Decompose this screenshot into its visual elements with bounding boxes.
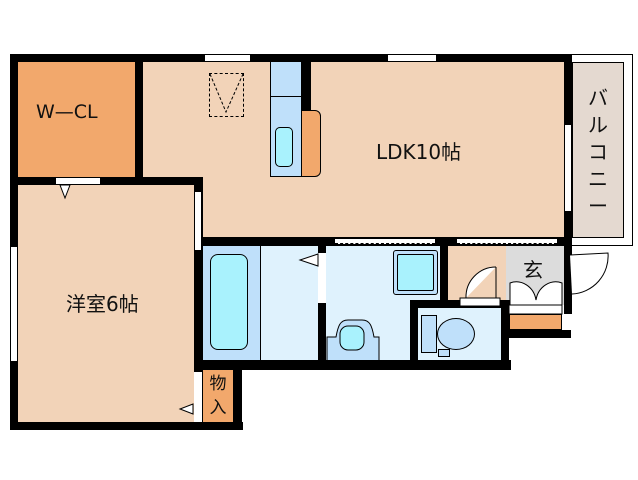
- window-western-room[interactable]: [10, 247, 18, 361]
- storage-char: 物: [209, 374, 227, 394]
- kitchen-divider-line: [270, 96, 302, 97]
- wall: [318, 246, 326, 364]
- wall: [194, 177, 203, 430]
- storage-label: 物 入: [204, 372, 232, 420]
- toilet-paper: [438, 349, 450, 357]
- ldk-label: LDK10帖: [376, 140, 462, 164]
- balcony-floor: [572, 62, 624, 238]
- wall: [10, 54, 18, 430]
- storage-floor: [203, 370, 233, 422]
- wall: [302, 54, 311, 110]
- stove-counter: [301, 110, 321, 177]
- wall: [501, 300, 509, 366]
- walk-in-closet-floor: [18, 62, 135, 177]
- window-top-left[interactable]: [205, 54, 250, 62]
- western-room-floor: [18, 185, 194, 422]
- hall-sliding-door[interactable]: [457, 238, 557, 244]
- refrigerator-space: [209, 73, 244, 117]
- closet-door[interactable]: [56, 178, 100, 184]
- balcony-char: コ: [588, 140, 608, 164]
- balcony-outline: [568, 54, 633, 246]
- window-balcony[interactable]: [564, 125, 572, 211]
- storage-door[interactable]: [194, 372, 202, 422]
- wall: [10, 422, 243, 430]
- wall: [135, 54, 143, 184]
- toilet-tank: [421, 315, 437, 353]
- balcony-char: バ: [588, 86, 608, 110]
- wall: [509, 330, 571, 338]
- bathtub: [210, 254, 248, 350]
- wall: [10, 54, 570, 62]
- ldk-floor: [142, 62, 564, 237]
- kitchen-sink: [275, 127, 293, 167]
- balcony-char: ニ: [588, 167, 608, 191]
- toilet-bowl: [437, 318, 475, 350]
- western-room-sliding-door[interactable]: [194, 192, 202, 250]
- washing-machine-inner: [397, 254, 434, 291]
- wall: [410, 300, 418, 366]
- walk-in-closet-label: W—CL: [36, 101, 98, 123]
- wall: [10, 177, 203, 185]
- washroom-door[interactable]: [318, 253, 326, 303]
- window-top-right[interactable]: [388, 54, 436, 62]
- wall: [194, 360, 511, 370]
- western-room-label: 洋室6帖: [66, 292, 139, 316]
- bath-sliding-door[interactable]: [335, 238, 435, 244]
- wall: [233, 360, 242, 430]
- balcony-label: バ ル コ ニ ー: [585, 85, 611, 220]
- balcony-char: ー: [588, 194, 608, 218]
- storage-char: 入: [209, 398, 227, 418]
- entrance-label: 玄: [523, 258, 543, 282]
- balcony-char: ル: [588, 113, 608, 137]
- wall: [440, 246, 448, 302]
